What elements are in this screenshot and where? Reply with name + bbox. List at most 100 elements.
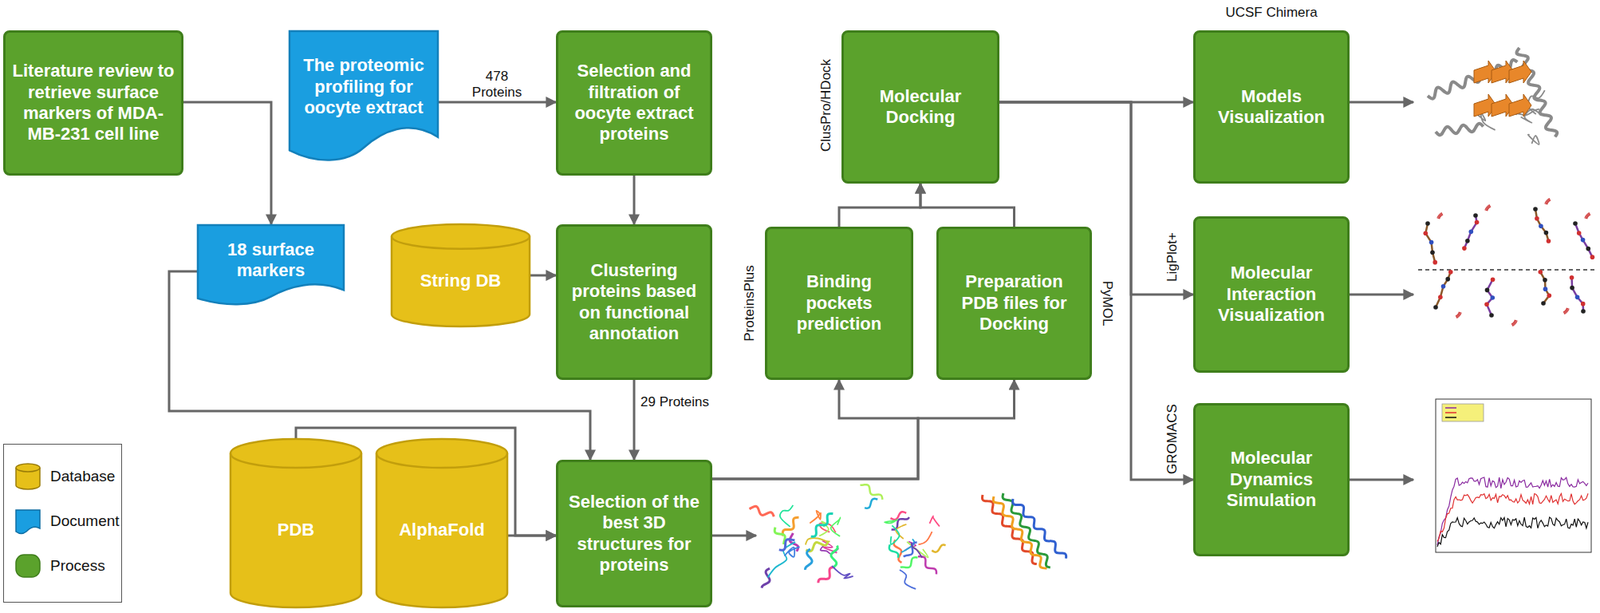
hydrophobic-arc (1588, 212, 1590, 216)
atom (1484, 302, 1490, 308)
connector-arrow (712, 379, 1015, 479)
protein-structures (749, 484, 1067, 589)
helix (864, 498, 878, 509)
atom (1547, 293, 1553, 299)
coil (768, 541, 797, 577)
atom (1534, 216, 1540, 221)
rmsd-chart (1435, 398, 1592, 552)
helix (1012, 498, 1067, 559)
process-box: Selection of the best 3D structures for … (555, 459, 713, 607)
chart-key (1442, 403, 1484, 422)
coil (784, 546, 800, 557)
helix (779, 539, 796, 551)
residue-stick (1464, 215, 1478, 249)
helix (761, 567, 770, 588)
coil (930, 515, 940, 526)
atom (1423, 230, 1429, 236)
atom (1438, 294, 1443, 300)
atom (1489, 312, 1494, 318)
atom (1537, 269, 1543, 275)
coil (918, 531, 932, 544)
connector-arrow (712, 379, 919, 479)
atom (1546, 238, 1552, 244)
node-text: String DB (397, 270, 525, 292)
text-holder: Molecular Interaction Visualization (1201, 262, 1341, 326)
process-box: Literature review to retrieve surface ma… (3, 30, 184, 176)
text-holder: 18 surface markers (203, 239, 339, 282)
connector-arrow (183, 102, 272, 225)
hydrophobic-arc (1563, 311, 1565, 315)
coil (890, 524, 900, 544)
hydrophobic-arc (1441, 212, 1443, 216)
arrow (1349, 101, 1414, 104)
coil (899, 569, 916, 589)
node-text: Selection and filtration of oocyte extra… (564, 60, 704, 146)
text-holder: Molecular Docking (850, 86, 991, 129)
arrow (1349, 478, 1414, 481)
atom (1569, 285, 1575, 291)
rmsd-line (1437, 516, 1589, 547)
document-shape: The proteomic profiling for oocyte extra… (288, 30, 439, 164)
hydrophobic-arc (1440, 212, 1443, 216)
outline (197, 224, 344, 304)
helix (774, 527, 785, 544)
atom (1490, 276, 1496, 282)
cylinder-rim (230, 453, 362, 468)
node-text: Selection of the best 3D structures for … (564, 491, 704, 576)
interaction-plot (1418, 197, 1600, 327)
atom (1425, 220, 1431, 226)
node-text: Preparation PDB files for Docking (945, 271, 1084, 335)
process-box: Selection and filtration of oocyte extra… (555, 30, 713, 176)
atom (1445, 276, 1451, 282)
arrow (712, 534, 757, 537)
hydrophobic-arc (1547, 199, 1550, 202)
hydrophobic-arc (1439, 213, 1443, 217)
connector-arrow (633, 175, 636, 225)
coil (780, 504, 793, 527)
text-holder: Binding pockets prediction (773, 271, 905, 335)
hydrophobic-arc (1457, 314, 1460, 317)
legend-swatch (13, 551, 43, 580)
atom (1533, 206, 1538, 212)
atom (1485, 287, 1490, 293)
atom (1542, 277, 1548, 283)
coil (1528, 90, 1545, 115)
connector-arrow (633, 379, 636, 460)
node-text: Molecular Dynamics Simulation (1201, 447, 1341, 511)
helix (918, 555, 937, 574)
process-box: Models Visualization (1193, 30, 1350, 184)
cylinder-rim (376, 453, 508, 468)
node-text: The proteomic profiling for oocyte extra… (295, 55, 433, 119)
outline (230, 438, 362, 607)
atom (1544, 230, 1549, 236)
tool-label: GROMACS (1164, 403, 1181, 474)
hydrophobic-arc (1548, 198, 1550, 201)
node-text: 18 surface markers (203, 239, 339, 282)
atom (1462, 245, 1467, 251)
outline (289, 31, 438, 160)
residue-stick (1535, 208, 1549, 241)
atom (1489, 295, 1495, 300)
key-sample (1445, 406, 1457, 409)
hydrophobic-arc (1513, 322, 1516, 325)
atom (1430, 249, 1435, 255)
database-cylinder: AlphaFold (375, 438, 509, 607)
atom (1465, 238, 1470, 244)
atom (1448, 269, 1454, 275)
process-box: Molecular Interaction Visualization (1193, 216, 1350, 373)
coil (910, 542, 923, 558)
connector-arrow (920, 183, 1015, 227)
helix (831, 545, 838, 568)
atom (1538, 223, 1544, 229)
process-box: Binding pockets prediction (764, 226, 914, 380)
helix (903, 541, 918, 556)
helix (1435, 123, 1484, 135)
legend-item: Document (3, 498, 122, 544)
legend-text: Document (50, 512, 120, 530)
hydrophobic-arc (1564, 310, 1568, 313)
atom (1540, 300, 1546, 306)
coil (831, 565, 854, 579)
node-text: AlphaFold (382, 519, 502, 540)
helix (1427, 59, 1518, 99)
node-text: Binding pockets prediction (773, 271, 905, 335)
